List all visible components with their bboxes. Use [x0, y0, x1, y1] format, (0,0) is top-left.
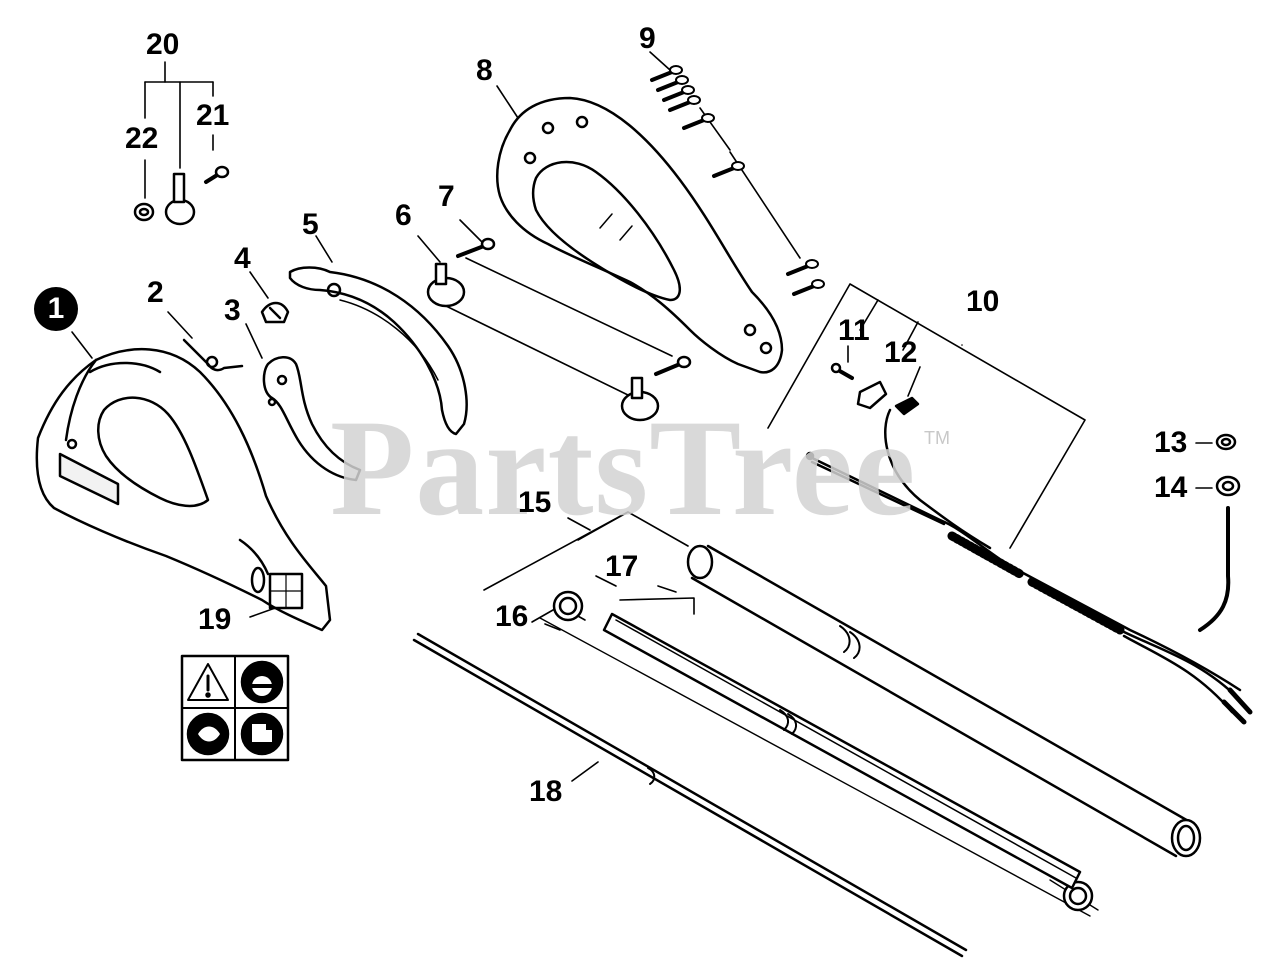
- handle-cover-part-8: [496, 96, 784, 374]
- trademark-symbol: TM: [924, 428, 950, 448]
- handle-housing-part-1: [35, 347, 332, 632]
- callout-15: 15: [518, 486, 552, 519]
- clamp-part-6-lower: [620, 376, 660, 422]
- warning-triangle-icon: [187, 663, 229, 701]
- clip-part-4: [260, 301, 290, 324]
- screw-part-7-upper: [456, 237, 496, 258]
- callout-11: 11: [838, 314, 870, 347]
- lockout-lever-part-5: [288, 266, 468, 436]
- callout-2: 2: [147, 276, 164, 309]
- cable-end-part-14: [1198, 506, 1231, 632]
- callout-5: 5: [302, 208, 319, 241]
- snap-ring-part-16-upper: [552, 590, 584, 622]
- hand-safety-icon: [186, 712, 230, 756]
- watermark-text: PartsTree: [330, 391, 917, 544]
- liner-part-17: [602, 612, 1082, 890]
- callout-22: 22: [125, 122, 159, 155]
- clamp-part-6-upper: [426, 262, 466, 308]
- manual-icon: [240, 712, 284, 756]
- callout-10: 10: [966, 285, 1000, 318]
- callout-19: 19: [198, 603, 232, 636]
- callout-8: 8: [476, 54, 493, 87]
- callout-3: 3: [224, 294, 241, 327]
- stop-switch-part-12: [856, 380, 888, 410]
- callout-1-badge: 1: [34, 287, 78, 331]
- drive-shaft-part-18: [412, 632, 968, 958]
- callout-14: 14: [1154, 471, 1188, 504]
- callout-13: 13: [1154, 426, 1188, 459]
- snap-ring-part-16-lower: [1062, 880, 1094, 912]
- nut-part-14: [1215, 475, 1241, 497]
- callout-9: 9: [639, 22, 656, 55]
- callout-21: 21: [196, 99, 230, 132]
- callout-17: 17: [605, 550, 639, 583]
- drive-tube-part-15: [686, 544, 1202, 858]
- callout-7: 7: [438, 180, 455, 213]
- safety-decal-part-19: [180, 654, 290, 762]
- screws-part-9: [650, 65, 825, 296]
- callout-16: 16: [495, 600, 529, 633]
- clamp-part-20: [164, 172, 196, 226]
- callout-18: 18: [529, 775, 563, 808]
- throttle-trigger-part-3: [262, 356, 362, 482]
- screw-part-7-lower: [654, 355, 692, 376]
- callout-6: 6: [395, 199, 412, 232]
- throttle-cable-part-10: [805, 396, 1253, 725]
- callout-4: 4: [234, 242, 251, 275]
- spring-part-2: [182, 338, 244, 372]
- head-protection-icon: [240, 660, 284, 704]
- callout-20: 20: [146, 28, 180, 61]
- callout-12: 12: [884, 336, 918, 369]
- nut-part-22: [133, 202, 155, 222]
- nut-part-13: [1215, 433, 1237, 451]
- screw-part-11: [830, 362, 854, 380]
- bolt-part-21: [204, 165, 230, 184]
